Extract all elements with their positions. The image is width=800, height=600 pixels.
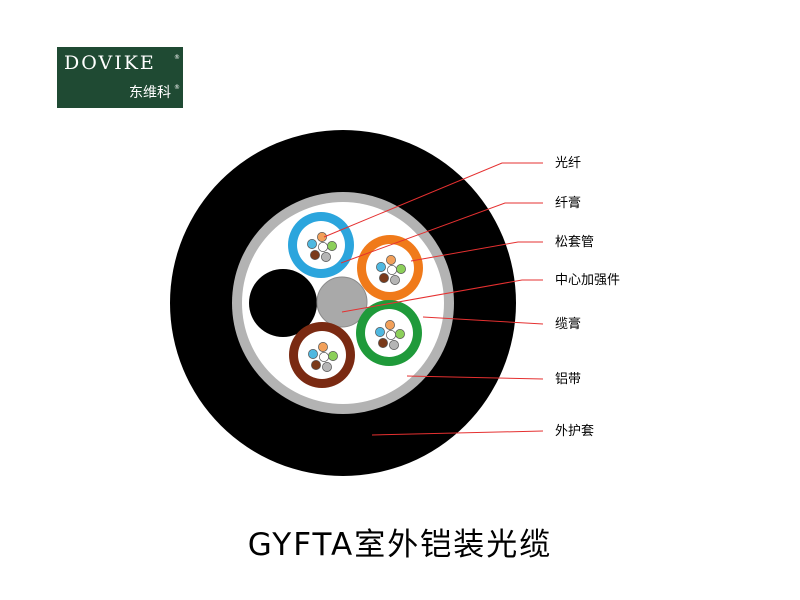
leader-line-outer-sheath [371,430,544,436]
optical-fiber [317,232,327,242]
leader-line-fiber-gel [340,202,543,264]
optical-fiber [322,362,332,372]
leader-line-central-member [341,279,543,313]
optical-fiber [378,338,388,348]
label-fiber-gel: 纤膏 [555,196,582,211]
optical-fiber [390,275,400,285]
optical-fiber [307,239,317,249]
leader-line-aluminum-tape [406,375,544,380]
optical-fiber [387,265,397,275]
optical-fiber [396,264,406,274]
label-aluminum-tape: 铝带 [555,372,582,387]
optical-fiber [376,262,386,272]
loose-tubes [288,212,423,388]
optical-fiber [318,342,328,352]
optical-fiber [311,360,321,370]
optical-fiber [385,320,395,330]
optical-fiber [386,330,396,340]
optical-fiber [319,352,329,362]
leader-line-optical-fiber [323,162,543,238]
label-central-strength-member: 中心加强件 [555,273,621,288]
central-strength-member [316,276,368,328]
optical-fiber [386,255,396,265]
loose-tube-blue [288,212,354,278]
label-cable-gel: 缆膏 [555,317,582,332]
optical-fiber [327,241,337,251]
loose-tube-green [356,300,422,366]
dovike-logo: DOVIKE ® 东维科 ® [57,47,183,108]
label-outer-sheath: 外护套 [555,424,595,439]
optical-fiber [375,327,385,337]
optical-fiber [308,349,318,359]
diagram-title: GYFTA室外铠装光缆 [247,527,553,563]
label-optical-fiber: 光纤 [555,156,582,171]
optical-fiber [379,273,389,283]
leader-line-loose-tube [410,241,543,262]
optical-fiber [318,242,328,252]
optical-fiber [321,252,331,262]
label-loose-tube: 松套管 [555,235,595,250]
optical-fiber [328,351,338,361]
optical-fiber [389,340,399,350]
leader-lines [323,162,544,436]
logo-registered-mark: ® [174,54,180,61]
logo-registered-mark-cn: ® [174,84,180,91]
optical-fiber [395,329,405,339]
logo-brand-cn: 东维科 [129,85,171,101]
logo-brand: DOVIKE [64,52,156,74]
filler-rod [249,269,317,337]
loose-tube-brown [289,322,355,388]
optical-fiber [310,250,320,260]
leader-line-cable-gel [422,316,544,325]
